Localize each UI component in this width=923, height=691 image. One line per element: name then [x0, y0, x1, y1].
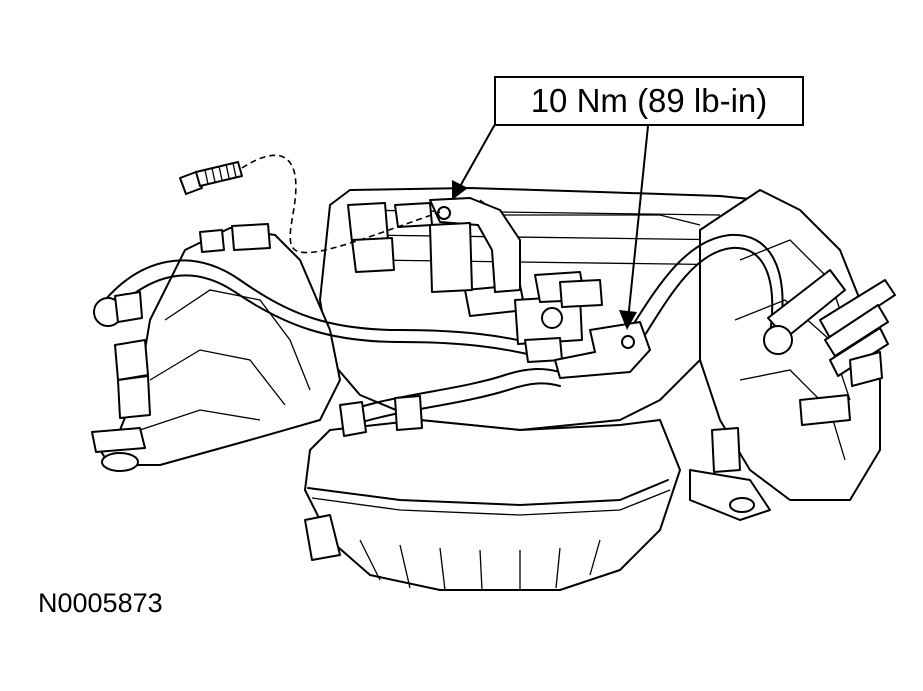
right-runner-bank: [689, 189, 896, 521]
lower-plenum: [304, 419, 681, 591]
bolt: [179, 161, 243, 195]
left-runner-bank: [91, 223, 341, 472]
torque-callout-box: 10 Nm (89 lb-in): [494, 76, 804, 126]
right-vacuum-hose: [619, 233, 846, 355]
upper-hose-bracket: [347, 197, 521, 293]
left-vacuum-hose: [93, 259, 541, 358]
callout-leader-arrows: [452, 125, 649, 330]
figure-number: N0005873: [38, 588, 163, 618]
solenoid-valve-assembly: [464, 271, 603, 363]
right-mounting-bracket: [554, 321, 651, 379]
bolt-install-path: [241, 154, 441, 254]
lower-connector-hose: [339, 368, 561, 437]
torque-spec-label: 10 Nm (89 lb-in): [530, 82, 768, 119]
